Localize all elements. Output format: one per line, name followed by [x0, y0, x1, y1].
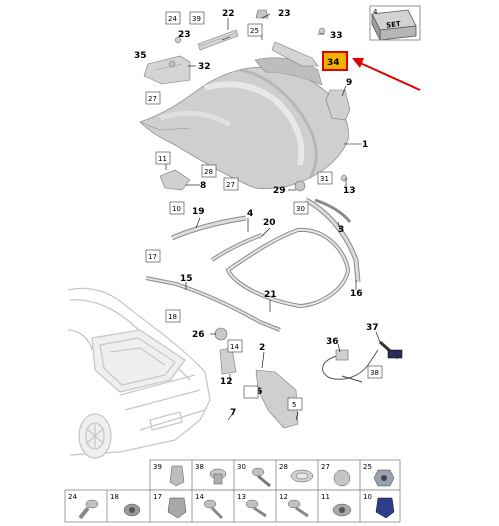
callout-33: 33 [330, 31, 343, 41]
grommet-icon [333, 469, 351, 487]
grommet-icon [290, 469, 314, 483]
hinge-icon [271, 41, 319, 67]
legend-top-4: 27 [321, 463, 330, 471]
highlighted-part-label: 34 [327, 58, 340, 68]
legend-top-5: 25 [363, 463, 372, 471]
callout-26: 26 [192, 330, 205, 340]
gas-strut-icon [197, 29, 239, 51]
legend-bottom-0: 24 [68, 493, 77, 501]
callout-20: 20 [263, 218, 276, 228]
callout-37: 37 [366, 323, 379, 333]
legend-bottom-1: 18 [110, 493, 119, 501]
cable-icon [322, 340, 403, 383]
callout-16: 16 [350, 289, 363, 299]
legend-top-3: 28 [279, 463, 288, 471]
sports-car-rear-icon [67, 287, 211, 459]
legend-bottom-3: 14 [195, 493, 204, 501]
legend-bottom-7: 10 [363, 493, 372, 501]
boxed-label-11: 11 [158, 155, 167, 163]
highlighted-callout-34[interactable]: 34 [322, 51, 348, 71]
boxed-label-24: 24 [168, 15, 177, 23]
callout-3: 3 [338, 225, 344, 235]
latch-icon [219, 347, 299, 429]
clip-icon [169, 465, 185, 487]
callout-29: 29 [273, 186, 286, 196]
boxed-label-18: 18 [168, 313, 177, 321]
legend-bottom-4: 13 [237, 493, 246, 501]
callout-36: 36 [326, 337, 339, 347]
callout-7: 7 [230, 408, 236, 418]
grommet-icon [209, 468, 227, 485]
callout-9: 9 [346, 78, 352, 88]
set-box: 4 SET [369, 5, 421, 41]
bolt-icon [287, 499, 309, 518]
boxed-label-39: 39 [192, 15, 201, 23]
callout-35: 35 [134, 51, 147, 61]
bolt-icon [251, 467, 271, 488]
legend-bottom-2: 17 [153, 493, 162, 501]
nut-icon [123, 503, 141, 517]
clip-icon [255, 9, 269, 19]
hinge-icon [143, 55, 191, 85]
boxed-label-30: 30 [296, 205, 305, 213]
boxed-label-31: 31 [320, 175, 329, 183]
bolt-icon [203, 499, 224, 520]
boxed-label-27: 27 [148, 95, 157, 103]
boxed-label-5: 5 [292, 401, 296, 409]
callout-12: 12 [220, 377, 233, 387]
bracket-icon [159, 169, 191, 191]
boxed-labels: 24 39 25 27 11 28 27 31 30 10 17 18 14 6… [145, 11, 383, 411]
callout-8: 8 [200, 181, 206, 191]
callout-32: 32 [198, 62, 211, 72]
boxed-label-17: 17 [148, 253, 157, 261]
callout-13: 13 [343, 186, 356, 196]
legend-bottom-5: 12 [279, 493, 288, 501]
nut-icon [373, 469, 395, 487]
callout-4: 4 [247, 209, 253, 219]
legend-top-0: 39 [153, 463, 162, 471]
fastener-legend: 39 38 30 28 27 25 24 18 17 14 13 12 11 1… [64, 459, 401, 523]
callout-23: 23 [278, 9, 291, 19]
callout-15: 15 [180, 274, 193, 284]
legend-top-1: 38 [195, 463, 204, 471]
callout-2: 2 [259, 343, 265, 353]
hood-seal-icon [145, 197, 361, 332]
bolt-icon [78, 499, 99, 520]
boxed-label-27: 27 [226, 181, 235, 189]
boxed-label-10: 10 [172, 205, 181, 213]
callout-6: 6 [256, 387, 262, 397]
callout-labels: 22 23 23 33 35 32 9 1 8 29 13 19 4 20 3 … [134, 9, 379, 418]
legend-top-2: 30 [237, 463, 246, 471]
pointer-arrow-icon [352, 58, 421, 91]
clip-icon [375, 497, 395, 519]
hood-lid-icon [139, 57, 349, 190]
callout-22: 22 [222, 9, 235, 19]
legend-bottom-6: 11 [321, 493, 330, 501]
callout-19: 19 [192, 207, 205, 217]
boxed-label-14: 14 [230, 343, 239, 351]
boxed-label-28: 28 [204, 168, 213, 176]
nut-icon [332, 503, 352, 517]
boxed-label-38: 38 [370, 369, 379, 377]
bolt-icon [174, 27, 348, 341]
set-box-label: SET [386, 20, 402, 30]
set-box-number: 4 [373, 8, 378, 16]
callout-23: 23 [178, 30, 191, 40]
callout-1: 1 [362, 140, 368, 150]
clip-icon [167, 497, 187, 519]
boxed-label-25: 25 [250, 27, 259, 35]
latch-bracket-icon [325, 89, 351, 121]
callout-21: 21 [264, 290, 277, 300]
bolt-icon [245, 499, 267, 518]
